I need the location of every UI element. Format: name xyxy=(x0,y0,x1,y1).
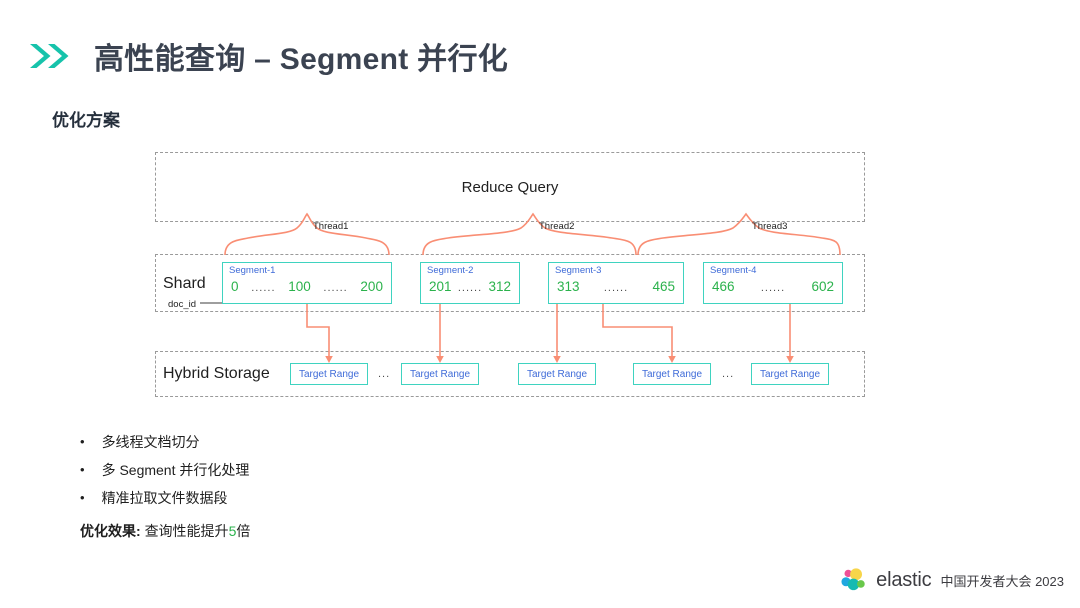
hybrid-storage-container xyxy=(155,351,865,397)
elastic-logo-icon xyxy=(839,566,867,594)
hybrid-storage-label: Hybrid Storage xyxy=(163,365,270,382)
segment-range-end: 465 xyxy=(652,279,675,294)
segment-range: 313 ...... 465 xyxy=(555,277,677,297)
segment-range-start: 201 xyxy=(429,279,452,294)
thread-label-2: Thread2 xyxy=(539,221,575,232)
segment-range-mid: 100 xyxy=(288,279,311,294)
segment-box-2[interactable]: Segment-2 201 ...... 312 xyxy=(420,262,520,304)
segment-range: 466 ...... 602 xyxy=(710,277,836,297)
section-heading: 优化方案 xyxy=(52,111,120,130)
range-dots: ...... xyxy=(457,282,483,294)
result-text-after: 倍 xyxy=(236,523,251,539)
page-title: 高性能查询 – Segment 并行化 xyxy=(94,43,509,76)
double-chevron-right-icon xyxy=(28,41,72,71)
result-highlight: 5 xyxy=(228,523,237,539)
bullet-marker: • xyxy=(80,490,85,505)
footer-branding: elastic 中国开发者大会 2023 xyxy=(839,566,1064,594)
segment-box-1[interactable]: Segment-1 0 ...... 100 ...... 200 xyxy=(222,262,392,304)
list-item: • 多 Segment 并行化处理 xyxy=(80,456,249,484)
result-text-before: 查询性能提升 xyxy=(144,523,229,539)
doc-id-label: doc_id xyxy=(168,299,196,310)
range-dots: ...... xyxy=(251,282,276,294)
range-dots: ...... xyxy=(323,282,348,294)
target-range-box[interactable]: Target Range xyxy=(518,363,596,385)
segment-box-3[interactable]: Segment-3 313 ...... 465 xyxy=(548,262,684,304)
shard-label: Shard xyxy=(163,275,206,292)
segment-range-start: 0 xyxy=(231,279,239,294)
segment-range-end: 200 xyxy=(360,279,383,294)
thread-label-1: Thread1 xyxy=(313,221,349,232)
target-range-box[interactable]: Target Range xyxy=(290,363,368,385)
target-range-box[interactable]: Target Range xyxy=(633,363,711,385)
segment-title: Segment-4 xyxy=(710,265,757,276)
list-item: • 多线程文档切分 xyxy=(80,428,249,456)
reduce-query-container xyxy=(155,152,865,222)
target-range-box[interactable]: Target Range xyxy=(401,363,479,385)
segment-title: Segment-3 xyxy=(555,265,602,276)
event-name-text: 中国开发者大会 2023 xyxy=(940,573,1064,589)
storage-ellipsis: ... xyxy=(722,368,735,380)
range-dots: ...... xyxy=(760,282,786,294)
segment-range: 201 ...... 312 xyxy=(427,277,513,297)
segment-title: Segment-2 xyxy=(427,265,474,276)
slide-header: 高性能查询 – Segment 并行化 xyxy=(28,34,508,78)
storage-ellipsis: ... xyxy=(378,368,391,380)
bullet-text: 多线程文档切分 xyxy=(101,434,200,450)
segment-range-start: 466 xyxy=(712,279,735,294)
bullet-text: 多 Segment 并行化处理 xyxy=(101,462,250,478)
segment-box-4[interactable]: Segment-4 466 ...... 602 xyxy=(703,262,843,304)
bullet-marker: • xyxy=(80,462,85,477)
segment-range-start: 313 xyxy=(557,279,580,294)
elastic-brand-text: elastic xyxy=(876,568,932,591)
optimization-result: 优化效果: 查询性能提升5倍 xyxy=(80,521,250,541)
result-label: 优化效果: xyxy=(80,523,141,539)
list-item: • 精准拉取文件数据段 xyxy=(80,484,249,512)
bullet-marker: • xyxy=(80,434,85,449)
target-range-box[interactable]: Target Range xyxy=(751,363,829,385)
bullet-list: • 多线程文档切分 • 多 Segment 并行化处理 • 精准拉取文件数据段 xyxy=(80,428,249,512)
segment-range-end: 312 xyxy=(488,279,511,294)
segment-title: Segment-1 xyxy=(229,265,276,276)
range-dots: ...... xyxy=(603,282,629,294)
segment-range-end: 602 xyxy=(811,279,834,294)
segment-range: 0 ...... 100 ...... 200 xyxy=(229,277,385,297)
bullet-text: 精准拉取文件数据段 xyxy=(101,490,228,506)
thread-label-3: Thread3 xyxy=(752,221,788,232)
reduce-query-label: Reduce Query xyxy=(461,178,559,196)
shard-container xyxy=(155,254,865,312)
